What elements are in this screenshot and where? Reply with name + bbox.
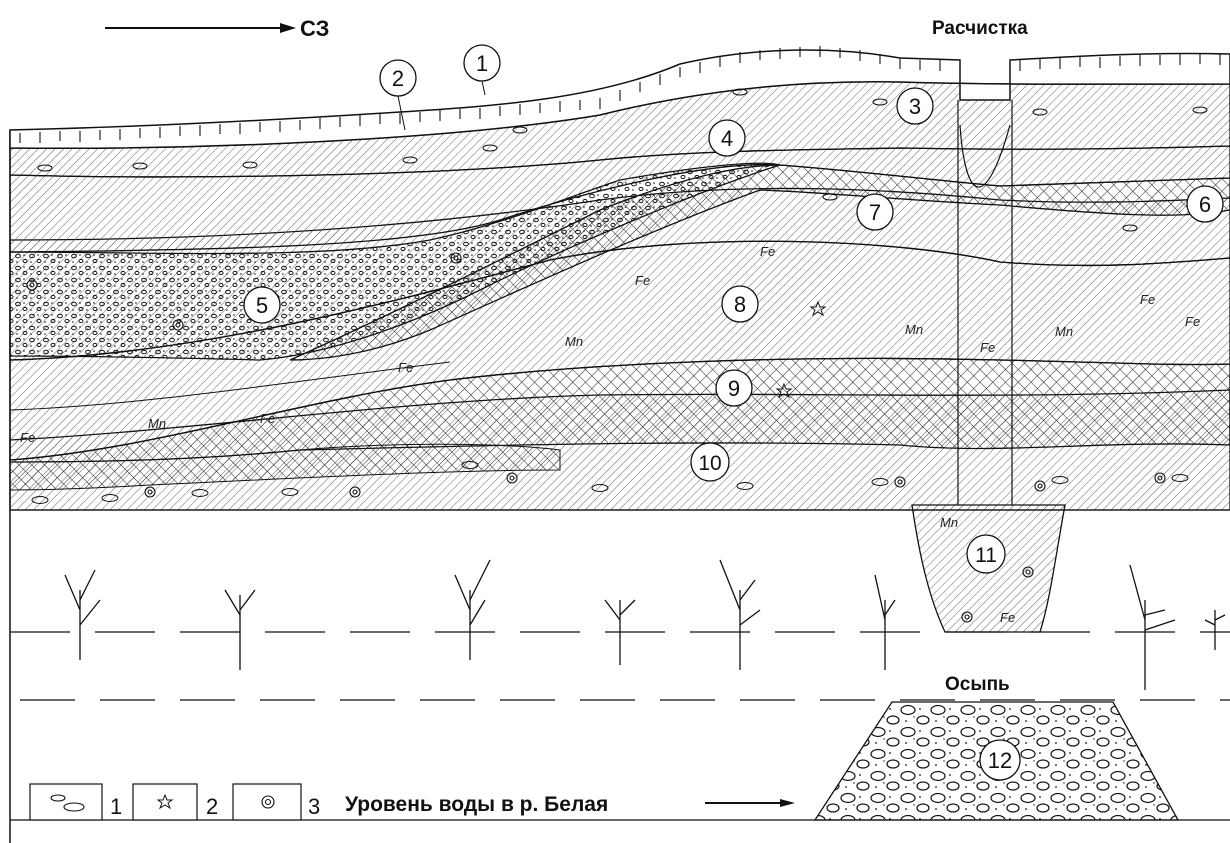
- svg-text:2: 2: [392, 66, 404, 91]
- svg-text:8: 8: [734, 292, 746, 317]
- svg-text:9: 9: [728, 376, 740, 401]
- trench-label: Расчистка: [932, 18, 1028, 39]
- svg-text:5: 5: [256, 293, 268, 318]
- layer-number-3: 3: [897, 88, 933, 124]
- legend: 1 2 3: [30, 784, 320, 820]
- layer-number-4: 4: [709, 120, 745, 156]
- mn-mark: Mn: [565, 334, 583, 349]
- fe-mark: Fe: [20, 430, 35, 445]
- mn-mark: Mn: [148, 416, 166, 431]
- mn-mark: Mn: [1055, 324, 1073, 339]
- mn-mark: Mn: [940, 515, 958, 530]
- svg-text:1: 1: [476, 51, 488, 76]
- direction-label: СЗ: [300, 16, 329, 41]
- layer-number-10: 10: [691, 443, 729, 481]
- fe-mark: Fe: [260, 411, 275, 426]
- svg-text:11: 11: [975, 544, 997, 567]
- layer-number-6: 6: [1187, 186, 1223, 222]
- legend-box-3: [233, 784, 301, 820]
- svg-text:6: 6: [1199, 192, 1211, 217]
- mn-mark: Mn: [905, 322, 923, 337]
- water-level-label: Уровень воды в р. Белая: [345, 793, 608, 816]
- svg-text:4: 4: [721, 126, 733, 151]
- svg-text:12: 12: [988, 748, 1012, 773]
- fe-mark: Fe: [1000, 610, 1015, 625]
- layer-number-7: 7: [857, 194, 893, 230]
- fe-mark: Fe: [398, 360, 413, 375]
- layer-number-11: 11: [967, 535, 1005, 573]
- layer-number-5: 5: [244, 287, 280, 323]
- svg-text:10: 10: [698, 452, 721, 475]
- scree-label: Осыпь: [945, 674, 1010, 695]
- legend-num-1: 1: [110, 794, 122, 819]
- svg-text:3: 3: [909, 94, 921, 119]
- legend-num-2: 2: [206, 794, 218, 819]
- water-arrow: [705, 799, 795, 807]
- legend-box-1: [30, 784, 102, 820]
- fe-mark: Fe: [760, 244, 775, 259]
- svg-text:7: 7: [869, 200, 881, 225]
- fe-mark: Fe: [1185, 314, 1200, 329]
- layer-number-9: 9: [716, 370, 752, 406]
- legend-num-3: 3: [308, 794, 320, 819]
- layer-number-12: 12: [980, 740, 1020, 780]
- direction-arrow: [105, 23, 296, 33]
- fe-mark: Fe: [1140, 292, 1155, 307]
- layer-number-1: 1: [464, 45, 500, 95]
- legend-box-2: [133, 784, 197, 820]
- fe-mark: Fe: [980, 340, 995, 355]
- fe-mark: Fe: [635, 273, 650, 288]
- layer-number-8: 8: [722, 286, 758, 322]
